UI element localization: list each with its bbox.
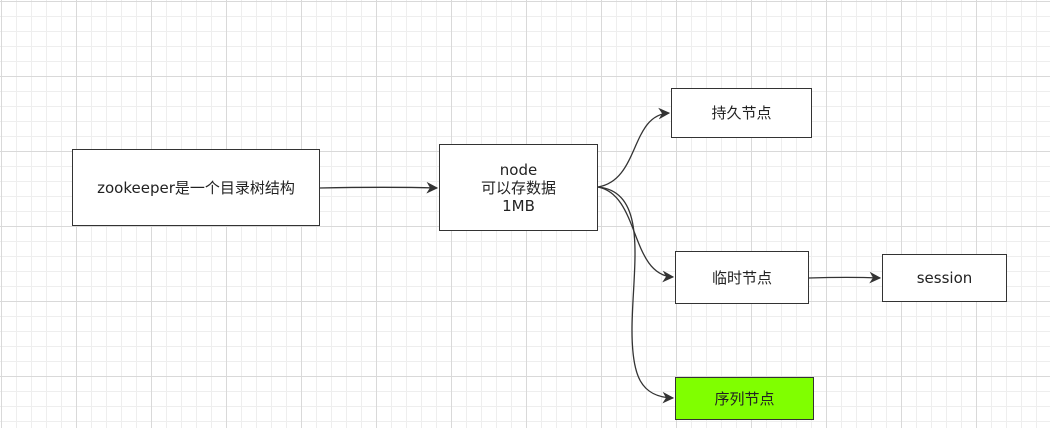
ephemeral-node[interactable]: 临时节点 [675, 251, 809, 304]
edge-root-to-node [319, 181, 439, 194]
data-node-title: node [499, 160, 538, 179]
session-node-label: session [916, 269, 973, 287]
edge-node-to-ephemeral [597, 186, 675, 283]
data-node-size: 1MB [502, 196, 535, 215]
sequential-node-label: 序列节点 [714, 389, 775, 408]
data-node-desc: 可以存数据 [480, 178, 556, 197]
edge-node-to-persistent [597, 107, 671, 188]
data-node[interactable]: node 可以存数据 1MB [439, 144, 598, 231]
sequential-node[interactable]: 序列节点 [675, 377, 814, 420]
edge-ephemeral-to-session [808, 271, 882, 284]
zookeeper-tree-label: zookeeper是一个目录树结构 [97, 178, 295, 197]
ephemeral-node-label: 临时节点 [711, 268, 772, 287]
persistent-node-label: 持久节点 [711, 104, 772, 122]
session-node[interactable]: session [882, 254, 1007, 302]
persistent-node[interactable]: 持久节点 [671, 88, 812, 138]
edge-node-to-sequential [597, 186, 675, 404]
zookeeper-tree-node[interactable]: zookeeper是一个目录树结构 [72, 149, 320, 226]
